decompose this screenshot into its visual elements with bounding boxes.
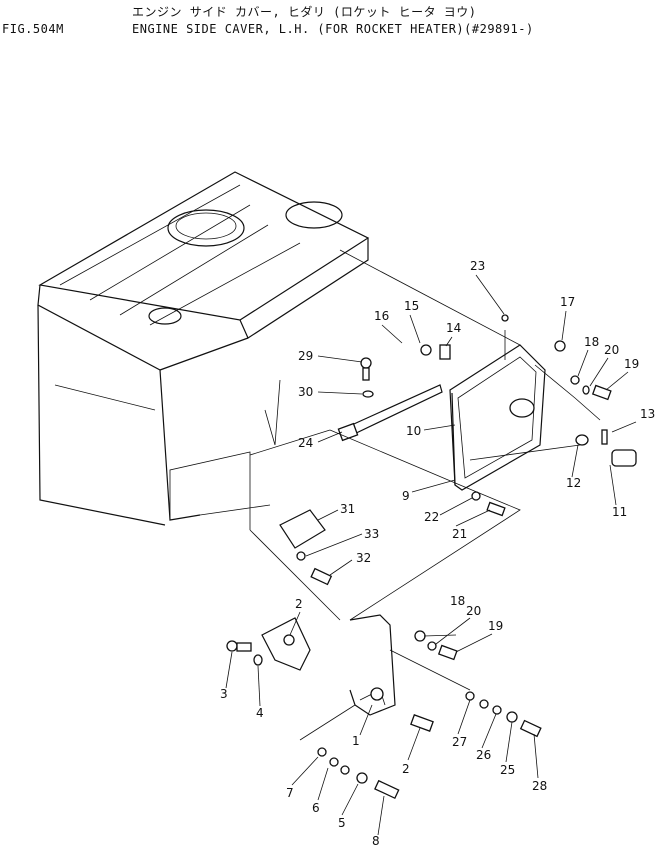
callout-28: 28	[532, 779, 547, 793]
lower-bracket	[261, 614, 396, 716]
callout-6: 6	[312, 801, 320, 815]
callout-24: 24	[298, 436, 313, 450]
title-japanese: エンジン サイド カバー, ヒダリ (ロケット ヒータ ヨウ)	[132, 5, 477, 19]
heater-cover-panel	[449, 344, 546, 491]
callout-25: 25	[500, 763, 515, 777]
callout-29: 29	[298, 349, 313, 363]
callout-19a: 19	[624, 357, 639, 371]
callout-3: 3	[220, 687, 228, 701]
support-rod	[344, 384, 443, 437]
figure-label: FIG.504M	[2, 22, 64, 36]
callout-8: 8	[372, 834, 380, 848]
callout-1: 1	[352, 734, 360, 748]
callout-4: 4	[256, 706, 264, 720]
callout-10: 10	[406, 424, 421, 438]
callout-14: 14	[446, 321, 461, 335]
callout-18b: 18	[450, 594, 465, 608]
callout-11: 11	[612, 505, 627, 519]
engine-block	[37, 171, 370, 530]
callout-31: 31	[340, 502, 355, 516]
callout-7: 7	[286, 786, 294, 800]
callout-32: 32	[356, 551, 371, 565]
callout-12: 12	[566, 476, 581, 490]
callout-16: 16	[374, 309, 389, 323]
callout-30: 30	[298, 385, 313, 399]
callouts: 1 2 2 3 4 5 6 7 8 9 10 11 12 13 14 15 16…	[220, 259, 655, 848]
callout-19b: 19	[488, 619, 503, 633]
callout-33: 33	[364, 527, 379, 541]
callout-13: 13	[640, 407, 655, 421]
title-english: ENGINE SIDE CAVER, L.H. (FOR ROCKET HEAT…	[132, 22, 534, 36]
callout-2a: 2	[295, 597, 303, 611]
callout-18a: 18	[584, 335, 599, 349]
callout-21: 21	[452, 527, 467, 541]
callout-20b: 20	[466, 604, 481, 618]
callout-17: 17	[560, 295, 575, 309]
callout-9: 9	[402, 489, 410, 503]
cover-plate	[279, 509, 326, 549]
callout-23: 23	[470, 259, 485, 273]
callout-15: 15	[404, 299, 419, 313]
callout-26: 26	[476, 748, 491, 762]
callout-27: 27	[452, 735, 467, 749]
callout-2b: 2	[402, 762, 410, 776]
callout-leaders	[225, 274, 637, 836]
hardware	[226, 314, 637, 800]
leader-lines	[249, 249, 601, 741]
callout-22: 22	[424, 510, 439, 524]
callout-5: 5	[338, 816, 346, 830]
callout-20a: 20	[604, 343, 619, 357]
